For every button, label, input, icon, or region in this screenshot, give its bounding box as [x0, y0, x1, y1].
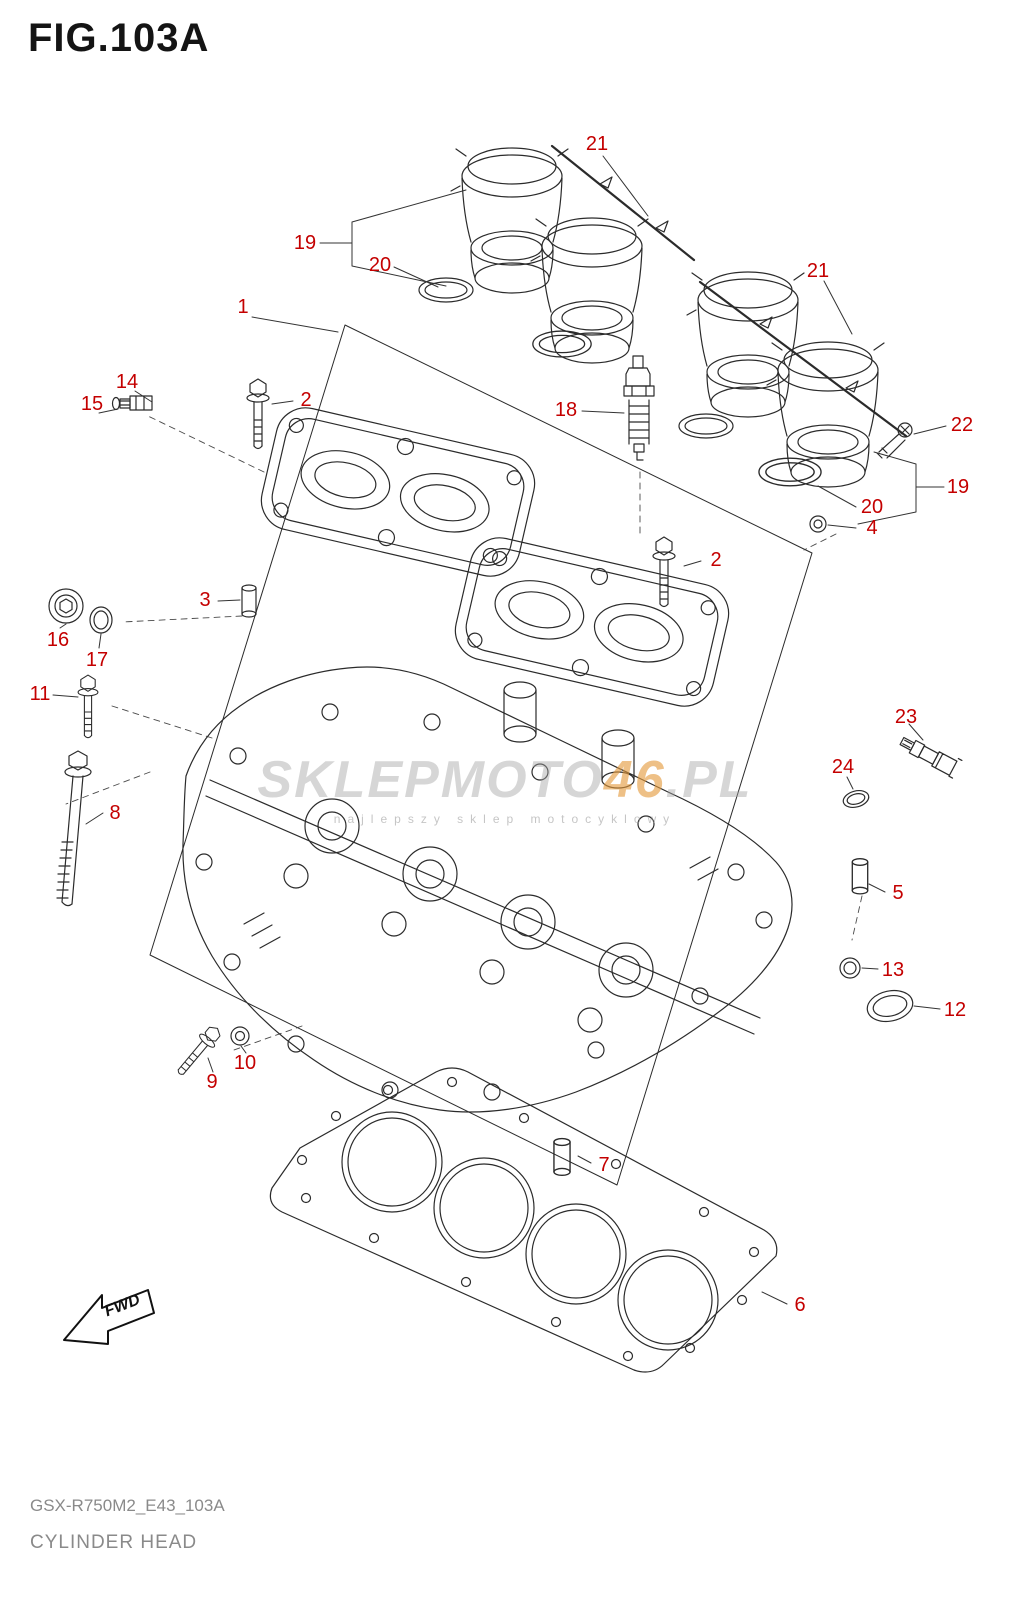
plug-towers [503, 681, 635, 789]
head-gasket [269, 1067, 778, 1373]
o-rings [418, 277, 827, 533]
connector-rod-21a [550, 144, 696, 262]
plug-16 [48, 588, 84, 624]
dowel-5 [851, 858, 869, 895]
bolt-11 [77, 674, 99, 739]
washer-15 [111, 396, 121, 411]
bolt-9 [171, 1021, 226, 1081]
cylinder-head-body [182, 666, 793, 1113]
figure-title: FIG.103A [28, 16, 210, 60]
washer-4 [809, 515, 827, 533]
throttle-body-assembly-left [450, 144, 696, 364]
dowel-3 [241, 584, 257, 618]
figure-caption: CYLINDER HEAD [30, 1532, 198, 1553]
o-ring-12 [866, 989, 914, 1023]
construction-lines [65, 415, 863, 1051]
o-ring-13 [839, 957, 861, 979]
washer-10 [230, 1026, 250, 1046]
screw-22 [876, 422, 913, 459]
bolt-2-front [246, 378, 270, 450]
fwd-arrow: FWD [63, 1289, 155, 1345]
connector-rod-21b [698, 280, 908, 438]
bolt-8 [56, 750, 92, 907]
sensor-23 [899, 736, 963, 779]
figure-code: GSX-R750M2_E43_103A [30, 1496, 225, 1515]
throttle-body-assembly-right [686, 271, 908, 488]
gasket-17 [89, 606, 113, 634]
construction-box [149, 324, 813, 1186]
leader-lines [52, 155, 947, 1305]
o-ring-24 [842, 789, 870, 809]
bolt-2-rear [652, 536, 676, 608]
spark-plug [623, 355, 655, 461]
dowel-7 [553, 1137, 571, 1177]
